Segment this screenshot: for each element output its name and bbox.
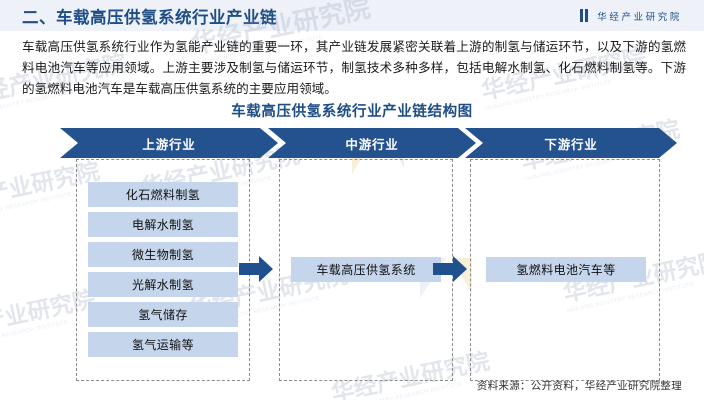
banner-label-midstream: 中游行业 — [345, 137, 399, 152]
chevron-banner-shape — [60, 128, 278, 158]
arrow-right-shape — [239, 256, 273, 282]
intro-paragraph: 车载高压供氢系统行业作为氢能产业链的重要一环，其产业链发展紧密关联着上游的制氢与… — [22, 40, 686, 96]
node-box: 光解水制氢 — [88, 272, 238, 297]
chart-title: 车载高压供氢系统行业产业链结构图 — [231, 104, 473, 120]
banner-label-downstream: 下游行业 — [544, 137, 598, 152]
node-box: 氢气储存 — [88, 302, 238, 327]
node-box: 电解水制氢 — [88, 212, 238, 237]
node-box: 氢气运输等 — [88, 332, 238, 357]
brand-name: 华经产业研究院 — [597, 11, 682, 23]
arrow-right-icon — [433, 255, 467, 283]
banner-downstream: 下游行业 — [465, 128, 677, 158]
arrow-right-shape — [433, 256, 467, 282]
bookmark-icon — [580, 9, 591, 22]
node-box: 氢燃料电池汽车等 — [486, 257, 646, 282]
source-note: 资料来源：公开资料，华经产业研究院整理 — [476, 380, 682, 392]
brand-logo: 华经产业研究院 — [580, 9, 682, 23]
page-header: 二、车载高压供氢系统行业产业链 华经产业研究院 — [0, 0, 704, 31]
arrow-right-icon — [239, 255, 273, 283]
banner-upstream: 上游行业 — [60, 128, 278, 158]
banner-midstream: 中游行业 — [268, 128, 476, 158]
banner-label-upstream: 上游行业 — [142, 137, 196, 152]
node-box: 车载高压供氢系统 — [291, 257, 441, 282]
node-box: 化石燃料制氢 — [88, 182, 238, 207]
chevron-banner-shape — [465, 128, 677, 158]
node-box: 微生物制氢 — [88, 242, 238, 267]
page-title: 二、车载高压供氢系统行业产业链 — [22, 8, 277, 27]
